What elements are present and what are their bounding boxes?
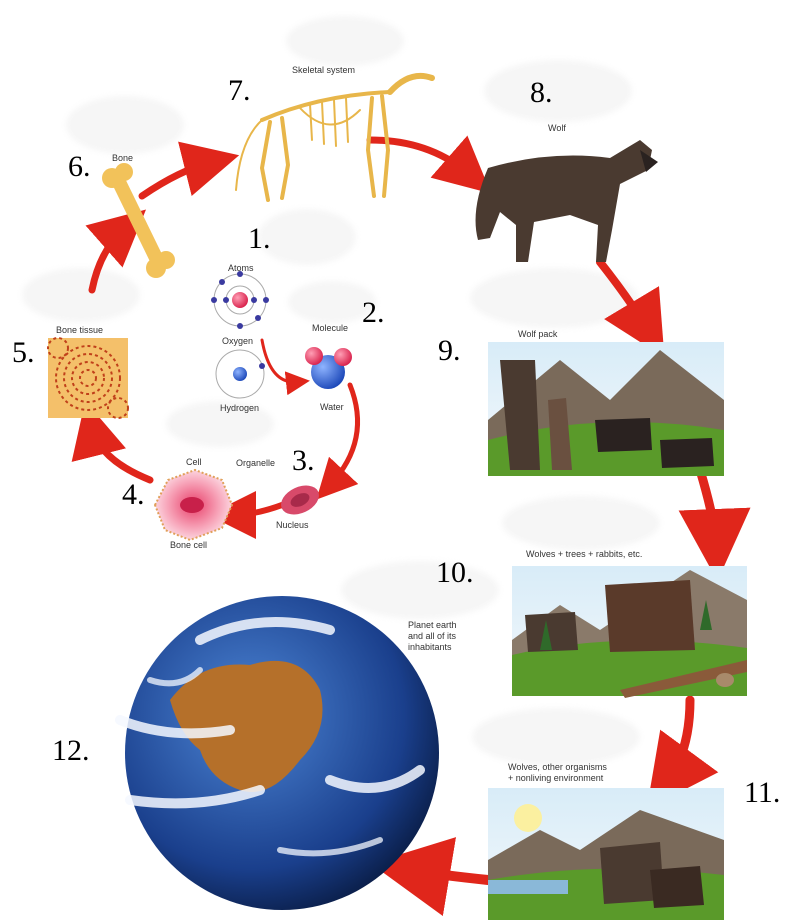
skeleton-picture: [236, 76, 432, 200]
wolf-picture: [476, 140, 658, 262]
arrow-wolf-to-pack: [600, 262, 648, 330]
bone-cell-picture: [155, 470, 232, 540]
wolf-pack-picture: [488, 342, 724, 476]
arrow-atoms-to-molecule: [262, 340, 298, 382]
arrow-ecosystem-to-biosphere: [410, 870, 488, 880]
earth-picture: [120, 596, 439, 910]
arrow-organelle-to-cell: [232, 505, 282, 515]
nucleus-picture: [276, 480, 323, 520]
oxygen-atom-picture: [211, 271, 269, 329]
arrow-molecule-to-organelle: [330, 385, 358, 485]
hydrogen-atom-picture: [216, 350, 265, 398]
arrow-community-to-ecosystem: [668, 700, 690, 780]
arrow-bone-to-skeleton: [142, 162, 212, 196]
ecosystem-picture: [488, 788, 724, 920]
arrow-tissue-to-bone: [92, 228, 125, 290]
bone-tissue-picture: [48, 338, 128, 418]
community-picture: [512, 566, 747, 698]
arrow-cell-to-tissue: [92, 428, 150, 480]
arrow-pack-to-community: [700, 470, 716, 545]
water-molecule-picture: [305, 347, 352, 389]
